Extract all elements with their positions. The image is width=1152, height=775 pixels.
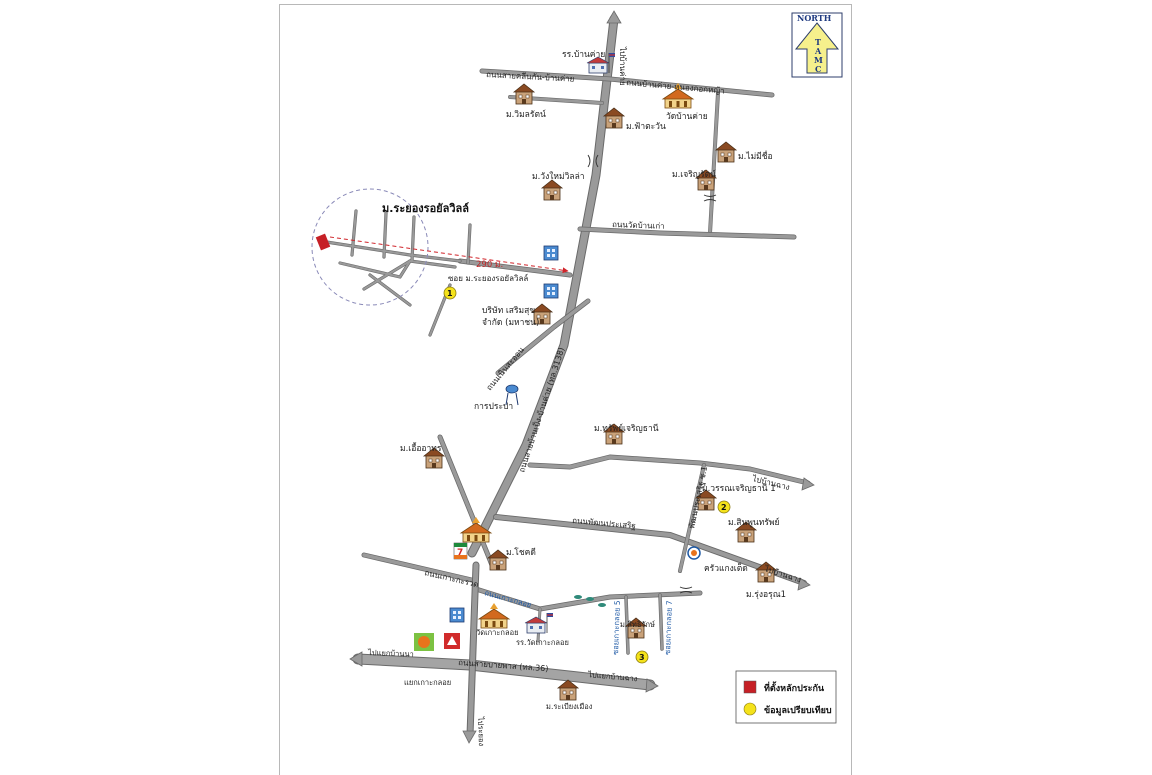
label-road-ko-krawat: ถนนเกาะกะรวด xyxy=(424,568,480,589)
label-m-wimonrat: ม.วิมลรัตน์ xyxy=(506,109,546,120)
location-map: 290 ม. ม.ระยองรอยัลวิลล์ ซอย ม.ระยองรอยั… xyxy=(311,10,843,747)
svg-text:2: 2 xyxy=(721,503,727,512)
comparison-marker-1: 1 xyxy=(443,286,457,300)
label-school-ko-kloi: รร.วัดเกาะกลอย xyxy=(516,638,569,647)
label-yaek-ko-kloi: แยกเกาะกลอย xyxy=(404,678,451,687)
label-company-line1: บริษัท เสริมสุข xyxy=(482,306,535,316)
label-wat-ko-kloi: วัดเกาะกลอย xyxy=(476,628,518,637)
label-m-wang-mai-villa: ม.วังใหม่วิลล่า xyxy=(532,171,585,182)
house-icon xyxy=(487,549,509,571)
label-m-rayong-mueang: ม.ระเบียงเมือง xyxy=(546,702,593,711)
seven-eleven-icon: 7 xyxy=(453,542,468,560)
comparison-marker-2: 2 xyxy=(717,500,731,514)
label-school-ban-khai: รร.บ้านค่าย xyxy=(562,49,605,60)
house-icon xyxy=(541,179,563,201)
house-icon xyxy=(715,141,737,163)
label-m-sin-phum-sap: ม.สินพูนทรัพย์ xyxy=(728,517,779,528)
label-road-tai-ban-khai: ไปบ้านค่าย xyxy=(618,46,627,86)
label-m-uea-athon: ม.เอื้ออาทร xyxy=(400,442,442,454)
label-road-tai-yaek-ban-na: ไปแยกบ้านนา xyxy=(367,648,414,659)
north-arrow: NORTH T A M C xyxy=(791,12,843,78)
site-lane-label: ซอย ม.ระยองรอยัลวิลล์ xyxy=(448,273,528,283)
label-m-fa-tawan: ม.ฟ้าตะวัน xyxy=(626,121,666,132)
north-letter-3: M xyxy=(814,55,823,65)
building-icon xyxy=(543,283,559,299)
building-icon xyxy=(543,245,559,261)
label-m-sitthirak: ม.สิทธิรักษ์ xyxy=(620,620,655,629)
legend-site-swatch xyxy=(743,680,757,694)
svg-text:7: 7 xyxy=(457,548,463,558)
site-radius-circle xyxy=(311,188,429,306)
house-icon xyxy=(557,679,579,701)
label-road-ko-kloi: ถนนเกาะกลอย xyxy=(483,588,532,609)
pond-marks xyxy=(574,595,606,607)
label-road-ko-kloi-7: ซอยเกาะกลอย 7 xyxy=(663,600,674,655)
label-m-sap-charoen-thani: ม.ทรัพย์เจริญธานี xyxy=(594,423,659,434)
site-name: ม.ระยองรอยัลวิลล์ xyxy=(382,202,469,215)
north-label: NORTH xyxy=(797,13,832,23)
road-arrows xyxy=(349,10,815,744)
legend-compare-label: ข้อมูลเปรียบเทียบ xyxy=(764,705,832,716)
svg-text:1: 1 xyxy=(447,289,453,298)
shop-logos xyxy=(414,633,460,651)
legend-compare-swatch xyxy=(743,702,757,716)
map-legend: ที่ตั้งหลักประกัน ข้อมูลเปรียบเทียบ xyxy=(735,670,837,724)
label-m-wannam: ม.วรรณเจริญธานี 1 xyxy=(702,483,776,494)
label-road-nern-sa-on: ถนนเนินสะออน xyxy=(485,345,527,392)
label-road-main-highway: ถนนสายบ้านเป็ง-บ้านค่าย (ทล.3138) xyxy=(516,346,566,474)
map-sheet: 290 ม. ม.ระยองรอยัลวิลล์ ซอย ม.ระยองรอยั… xyxy=(279,4,852,775)
distance-line xyxy=(329,236,569,274)
north-letter-1: T xyxy=(815,37,821,47)
road-network xyxy=(318,14,811,739)
bridge-marks xyxy=(587,154,717,594)
label-waterworks: การประปา xyxy=(474,402,513,412)
label-road-ko-kloi-5: ซอยเกาะกลอย 5 xyxy=(611,600,622,655)
label-wat-ban-khai: วัดบ้านค่าย xyxy=(666,111,708,122)
label-road-tai-yaek-ban-chang: ไปแยกบ้านฉาง xyxy=(587,670,638,683)
north-letter-2: A xyxy=(814,46,822,56)
label-restaurant: ครัวแกงเต็ด xyxy=(704,562,748,574)
label-m-chok-di: ม.โชคดี xyxy=(506,547,536,558)
label-road-wat-ban-kao: ถนนวัดบ้านเก่า xyxy=(612,220,665,231)
label-m-rung-arun: ม.รุ่งอรุณ1 xyxy=(746,590,786,600)
label-road-tai-rayong: ไประยอง xyxy=(476,716,486,747)
svg-text:3: 3 xyxy=(639,653,645,662)
site-parcel xyxy=(315,233,331,251)
building-icon xyxy=(449,607,465,623)
label-m-charoen-rat: ม.เจริญรัตน์ xyxy=(672,169,716,180)
legend-site-label: ที่ตั้งหลักประกัน xyxy=(764,681,825,694)
comparison-marker-3: 3 xyxy=(635,650,649,664)
temple-icon xyxy=(478,602,510,629)
label-company-line2: จำกัด (มหาชน) xyxy=(482,318,539,328)
north-letter-4: C xyxy=(815,64,821,74)
house-icon xyxy=(513,83,535,105)
water-tower-icon xyxy=(505,384,519,406)
label-road-sam-rong: ถนนสายคลีนกัน-บ้านค่าย xyxy=(486,70,575,84)
distance-label: 290 ม. xyxy=(476,260,503,270)
label-m-no-name: ม.ไม่มีชื่อ xyxy=(738,150,773,162)
